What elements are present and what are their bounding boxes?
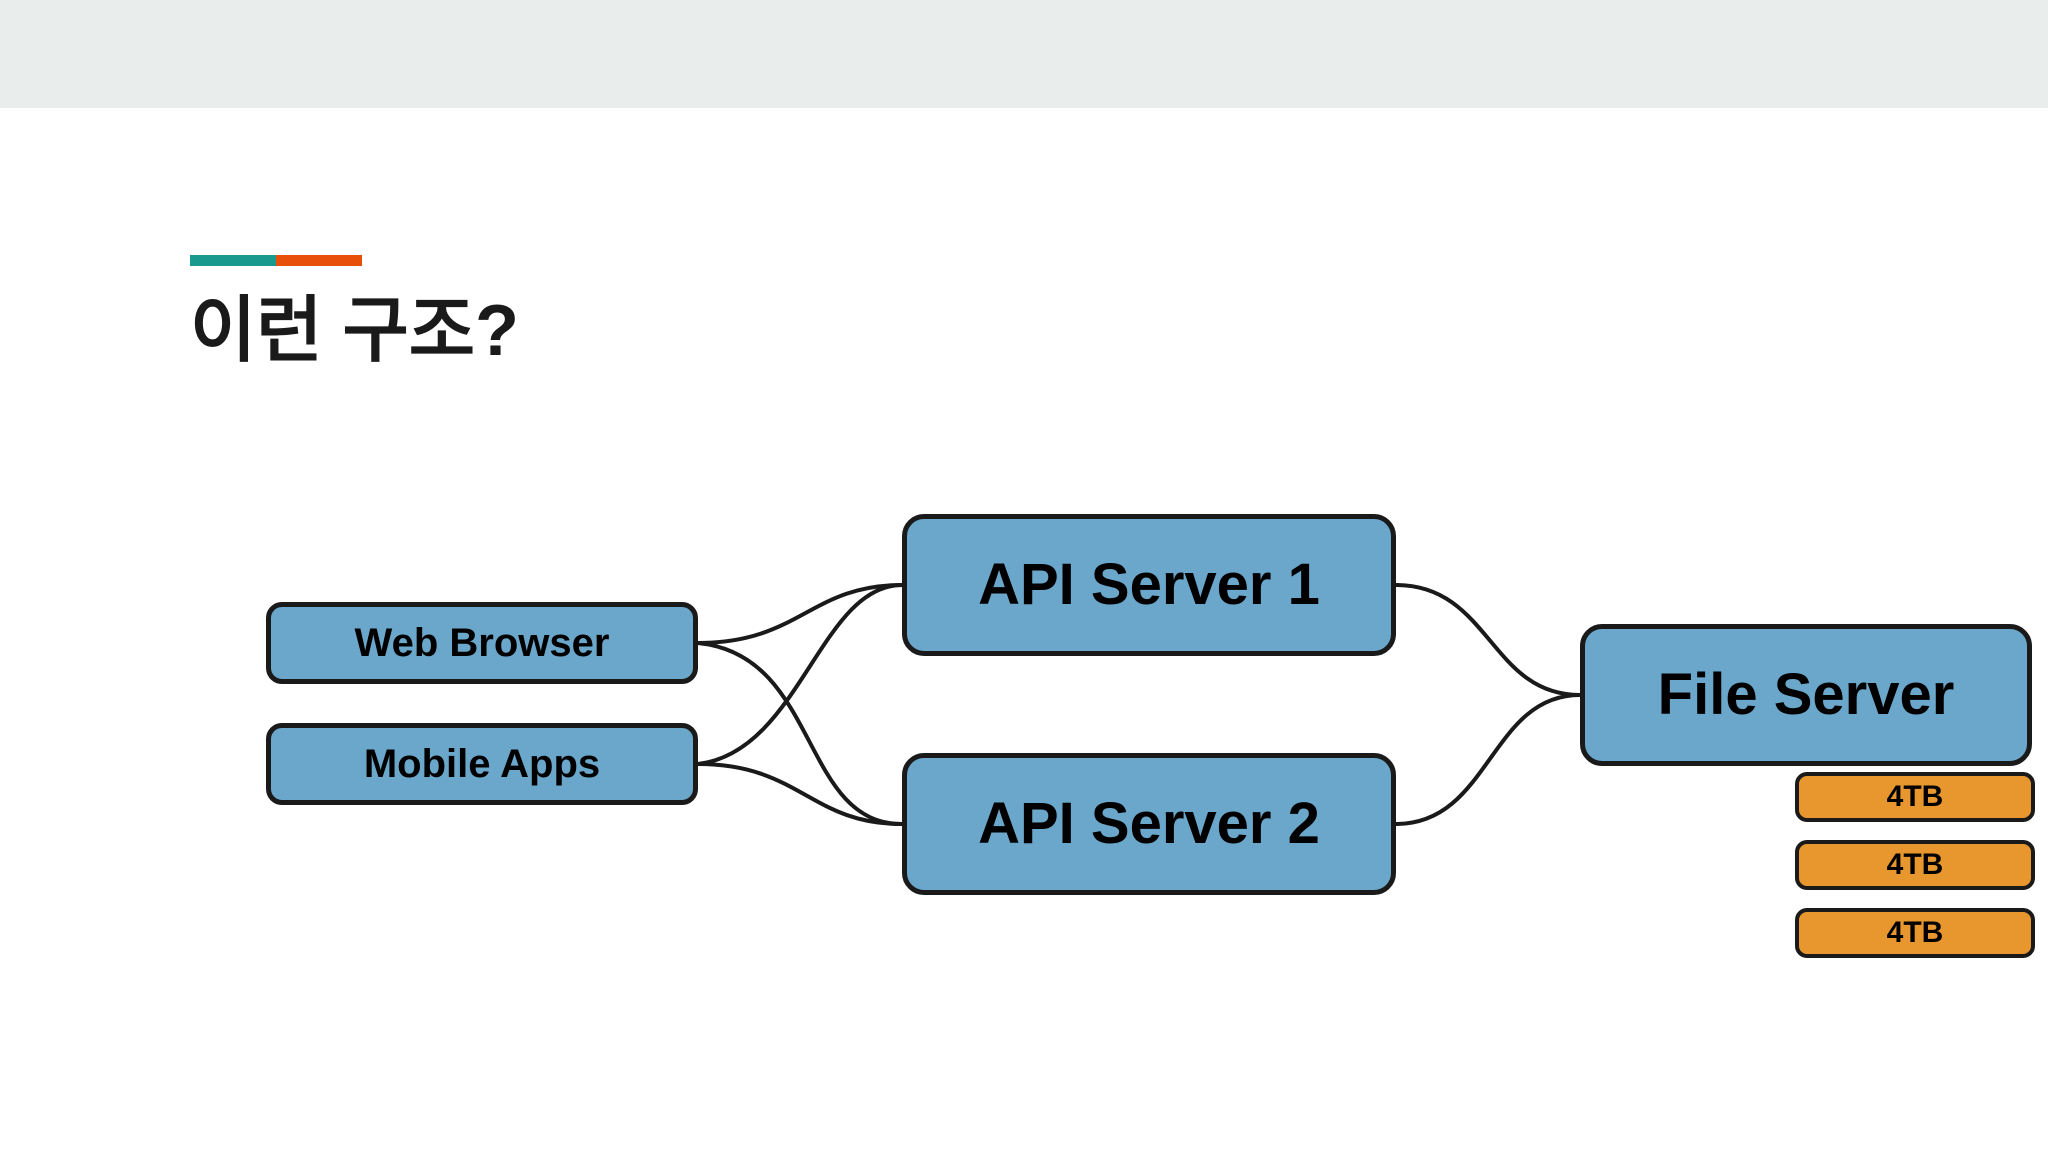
- node-mobile-apps[interactable]: Mobile Apps: [266, 723, 698, 805]
- node-api-server-2-label: API Server 2: [978, 791, 1320, 856]
- node-api-server-1-label: API Server 1: [978, 552, 1320, 617]
- node-web-browser-label: Web Browser: [354, 621, 610, 665]
- accent-bar-segment-orange: [276, 255, 362, 266]
- node-disk-0-label: 4TB: [1886, 780, 1944, 813]
- node-disk-1[interactable]: 4TB: [1795, 840, 2035, 890]
- accent-bar: [190, 255, 362, 266]
- edge-mobile-apps-to-api-server-1: [696, 583, 904, 766]
- title-block: 이런 구조?: [190, 255, 1390, 371]
- edge-web-browser-to-api-server-2: [696, 641, 904, 826]
- edge-api-server-2-to-file-server: [1394, 693, 1582, 826]
- node-disk-1-label: 4TB: [1886, 848, 1944, 881]
- node-api-server-1[interactable]: API Server 1: [902, 514, 1396, 656]
- page-title: 이런 구조?: [190, 291, 519, 371]
- edge-mobile-apps-to-api-server-2: [696, 762, 904, 826]
- node-api-server-2[interactable]: API Server 2: [902, 753, 1396, 895]
- accent-bar-segment-teal: [190, 255, 276, 266]
- node-disk-2-label: 4TB: [1886, 916, 1944, 949]
- node-web-browser[interactable]: Web Browser: [266, 602, 698, 684]
- node-mobile-apps-label: Mobile Apps: [363, 742, 601, 786]
- edge-web-browser-to-api-server-1: [696, 583, 904, 645]
- header-band: [0, 0, 2048, 108]
- node-disk-2[interactable]: 4TB: [1795, 908, 2035, 958]
- node-file-server-label: File Server: [1657, 662, 1955, 727]
- node-disk-0[interactable]: 4TB: [1795, 772, 2035, 822]
- edge-api-server-1-to-file-server: [1394, 583, 1582, 697]
- node-file-server[interactable]: File Server: [1580, 624, 2032, 766]
